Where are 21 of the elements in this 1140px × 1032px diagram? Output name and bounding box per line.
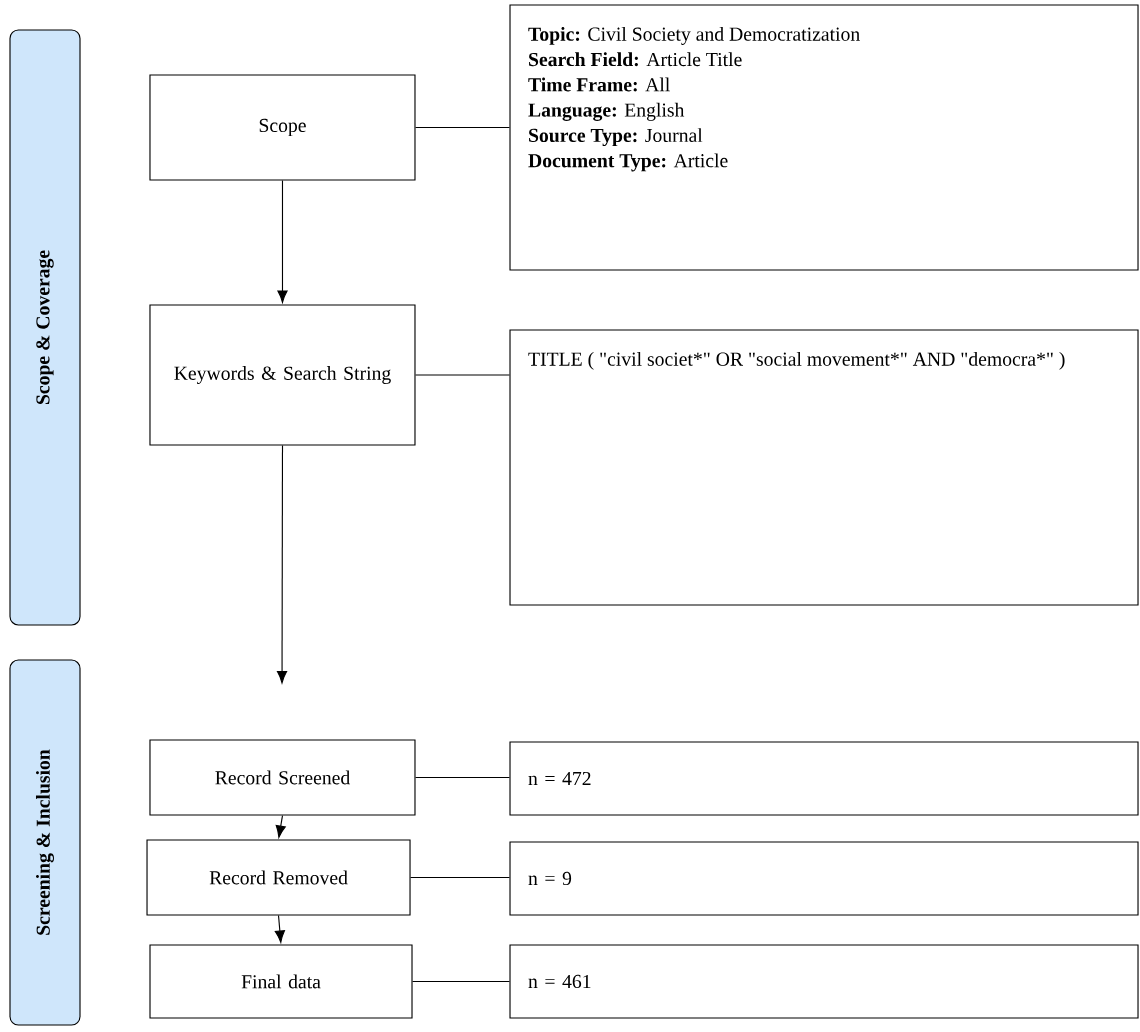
- process-box: Final data: [149, 944, 413, 1019]
- info-box: TITLE ( "civil societ*" OR "social movement*" AND "democra*" ): [509, 329, 1139, 606]
- section-band: Screening & Inclusion: [9, 659, 81, 1026]
- count-box: n = 461: [509, 944, 1139, 1019]
- arrow: [276, 445, 288, 684]
- connector-line: [415, 126, 510, 129]
- info-box: Topic: Civil Society and Democratization Search Field: Article Title Time Frame: All Language: English Source Type: Journal Document Type: Article: [509, 4, 1139, 271]
- arrow: [277, 179, 288, 303]
- process-box: Scope: [149, 74, 416, 181]
- arrow: [275, 815, 286, 838]
- connector-line: [415, 374, 510, 376]
- count-box: n = 472: [509, 741, 1139, 816]
- process-box: Record Screened: [149, 739, 416, 816]
- process-box: Keywords & Search String: [149, 304, 416, 446]
- arrow: [274, 915, 285, 943]
- count-box: n = 9: [509, 841, 1139, 916]
- connector-line: [410, 876, 510, 879]
- section-band: Scope & Coverage: [9, 29, 81, 626]
- connector-line: [412, 980, 510, 983]
- process-box: Record Removed: [146, 839, 411, 916]
- connector-line: [415, 776, 510, 779]
